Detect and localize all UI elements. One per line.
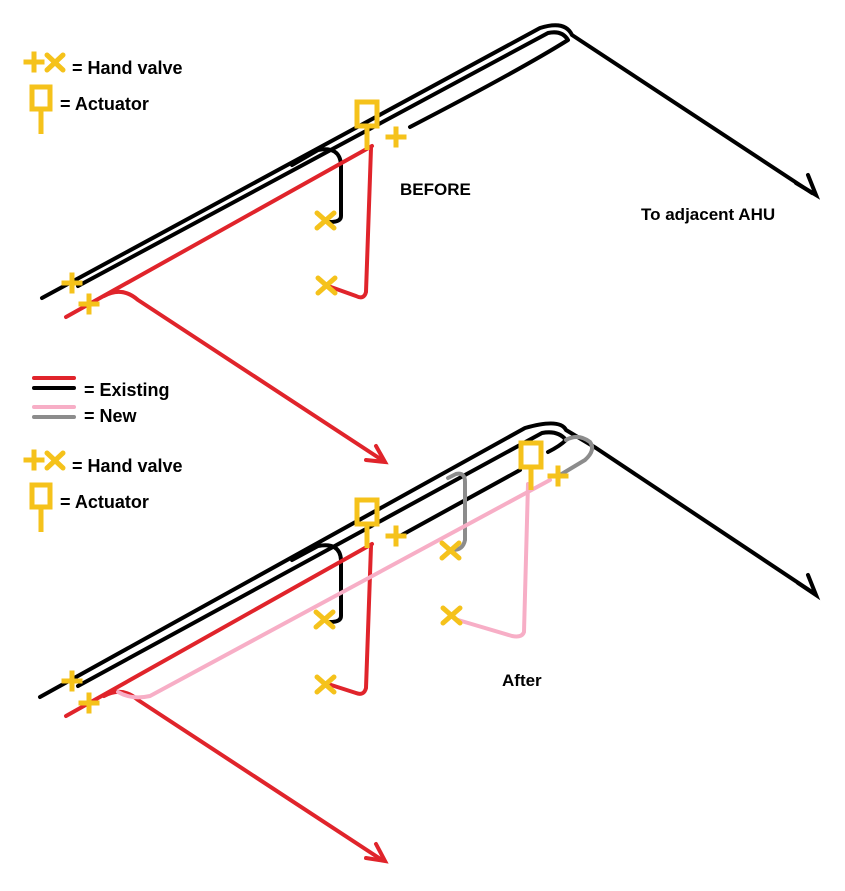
pipe-legend: = Existing = New [32, 376, 170, 426]
actuator-icon [518, 440, 544, 490]
hand-valve-x-icon [44, 450, 66, 471]
legend-hand-valve-label: = Hand valve [72, 58, 183, 78]
existing-red-diagonal-pipe [102, 689, 384, 862]
arrowhead-to-ahu [796, 573, 821, 601]
actuator-icon [29, 84, 53, 134]
top-legend: = Hand valve = Actuator [23, 51, 183, 134]
actuator-icon [354, 497, 380, 548]
arrowhead-to-ahu [794, 173, 821, 200]
existing-red-main-pipe [64, 144, 374, 319]
existing-red-main-pipe [64, 542, 374, 718]
legend-new-label: = New [84, 406, 138, 426]
existing-black-main-pipe [38, 421, 814, 699]
hand-valve-plus-icon [78, 293, 100, 315]
before-system: BEFORE To adjacent AHU [40, 23, 821, 465]
hand-valve-plus-icon [23, 449, 45, 471]
hand-valve-x-icon [315, 275, 338, 296]
after-system: After [38, 421, 821, 864]
hand-valve-plus-icon [23, 51, 45, 73]
new-pink-main-pipe [116, 478, 552, 700]
before-label: BEFORE [400, 180, 471, 199]
existing-black-return-pipe [76, 30, 570, 288]
new-gray-hairpin-pipe [558, 435, 595, 477]
existing-red-branch-pipe [326, 146, 373, 300]
hand-valve-plus-icon [385, 525, 407, 547]
legend-existing-label: = Existing [84, 380, 170, 400]
arrowhead-red-diagonal [364, 444, 389, 465]
hand-valve-plus-icon [61, 272, 83, 294]
hand-valve-x-icon [314, 210, 337, 231]
actuator-icon [29, 482, 53, 532]
legend-actuator-label: = Actuator [60, 492, 149, 512]
new-pink-branch-pipe [456, 482, 530, 639]
existing-red-diagonal-pipe [102, 289, 384, 462]
existing-black-main-pipe [40, 23, 814, 300]
hand-valve-x-icon [439, 540, 462, 561]
existing-red-branch-pipe [326, 544, 373, 696]
hand-valve-plus-icon [61, 670, 83, 692]
hand-valve-plus-icon [385, 126, 407, 148]
bottom-legend: = Hand valve = Actuator [23, 449, 183, 532]
hand-valve-plus-icon [78, 692, 100, 714]
hand-valve-x-icon [313, 609, 336, 630]
hand-valve-x-icon [440, 605, 463, 626]
hand-valve-x-icon [314, 674, 337, 695]
actuator-icon [354, 99, 380, 150]
hand-valve-x-icon [44, 52, 66, 73]
legend-hand-valve-label: = Hand valve [72, 456, 183, 476]
hand-valve-plus-icon [547, 465, 569, 487]
to-adjacent-ahu-label: To adjacent AHU [641, 205, 775, 224]
legend-actuator-label: = Actuator [60, 94, 149, 114]
existing-black-return-pipe-lower [398, 468, 522, 538]
arrowhead-red-diagonal [364, 842, 389, 864]
new-gray-branch-pipe [446, 471, 467, 552]
after-label: After [502, 671, 542, 690]
